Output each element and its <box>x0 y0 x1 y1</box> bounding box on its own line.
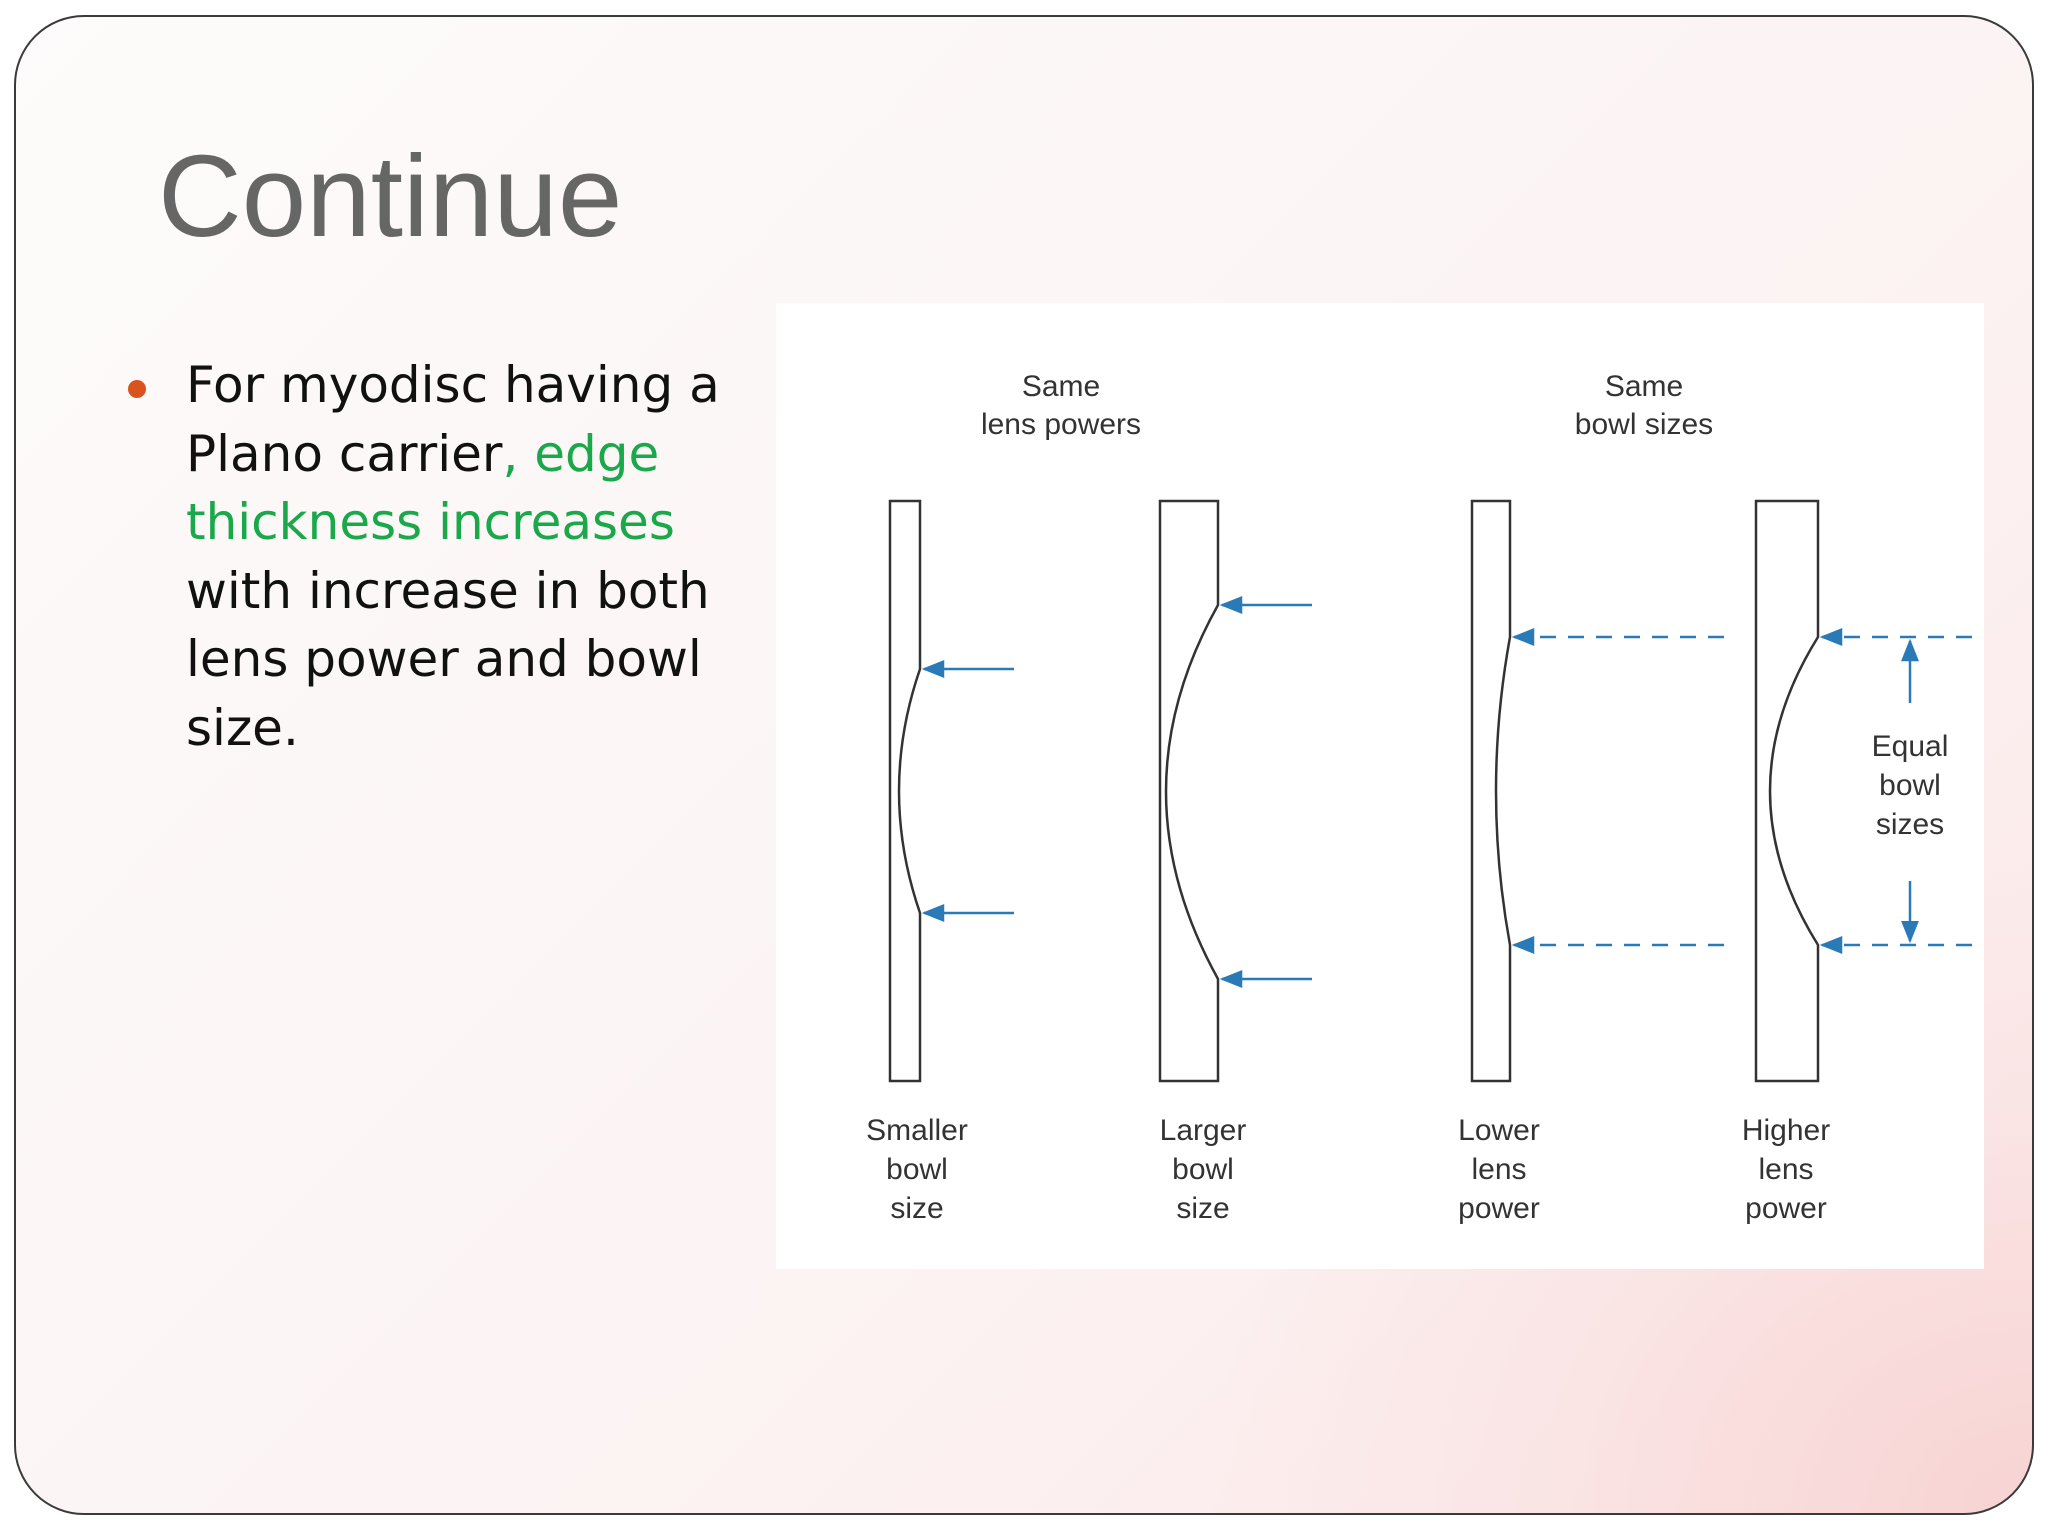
bullet-text-comma: , <box>502 424 535 483</box>
label-smaller-bowl-line1: Smaller <box>866 1114 968 1147</box>
slide: Continue For myodisc having a Plano carr… <box>14 15 2034 1515</box>
label-higher-power-line2: lens <box>1758 1153 1813 1186</box>
label-equal-bowl-line3: sizes <box>1876 808 1944 841</box>
label-larger-bowl-line1: Larger <box>1160 1114 1247 1147</box>
label-same-bowl-sizes-line1: Same <box>1605 370 1683 403</box>
label-larger-bowl-line2: bowl <box>1172 1153 1234 1186</box>
myodisc-diagram-svg: Same lens powers Same bowl sizes <box>866 370 1972 1225</box>
bullet-text: For myodisc having a Plano carrier, edge… <box>186 351 746 762</box>
bullet-text-part2: with increase in both lens power and bow… <box>186 561 710 757</box>
label-same-bowl-sizes-line2: bowl sizes <box>1575 408 1713 441</box>
label-smaller-bowl-line2: bowl <box>886 1153 948 1186</box>
label-smaller-bowl-line3: size <box>890 1192 943 1225</box>
lens-smaller-bowl <box>888 499 922 1083</box>
label-same-lens-powers-line1: Same <box>1022 370 1100 403</box>
bullet-text-part1: For myodisc having a Plano carrier <box>186 356 720 483</box>
lens-lower-power <box>1470 499 1512 1083</box>
label-higher-power-line1: Higher <box>1742 1114 1830 1147</box>
label-higher-power-line3: power <box>1745 1192 1827 1225</box>
bullet-text-highlight: edge thickness increases <box>186 424 675 552</box>
label-lower-power-line2: lens <box>1471 1153 1526 1186</box>
label-same-lens-powers-line2: lens powers <box>981 408 1141 441</box>
label-lower-power-line3: power <box>1458 1192 1540 1225</box>
bullet-dot-icon <box>128 380 146 398</box>
label-equal-bowl-line2: bowl <box>1879 769 1941 802</box>
label-larger-bowl-line3: size <box>1176 1192 1229 1225</box>
label-equal-bowl-line1: Equal <box>1872 730 1949 763</box>
lens-larger-bowl <box>1158 499 1220 1083</box>
myodisc-diagram: Same lens powers Same bowl sizes <box>776 303 1984 1269</box>
lens-higher-power <box>1754 499 1820 1083</box>
slide-title: Continue <box>158 131 623 261</box>
label-lower-power-line1: Lower <box>1458 1114 1540 1147</box>
